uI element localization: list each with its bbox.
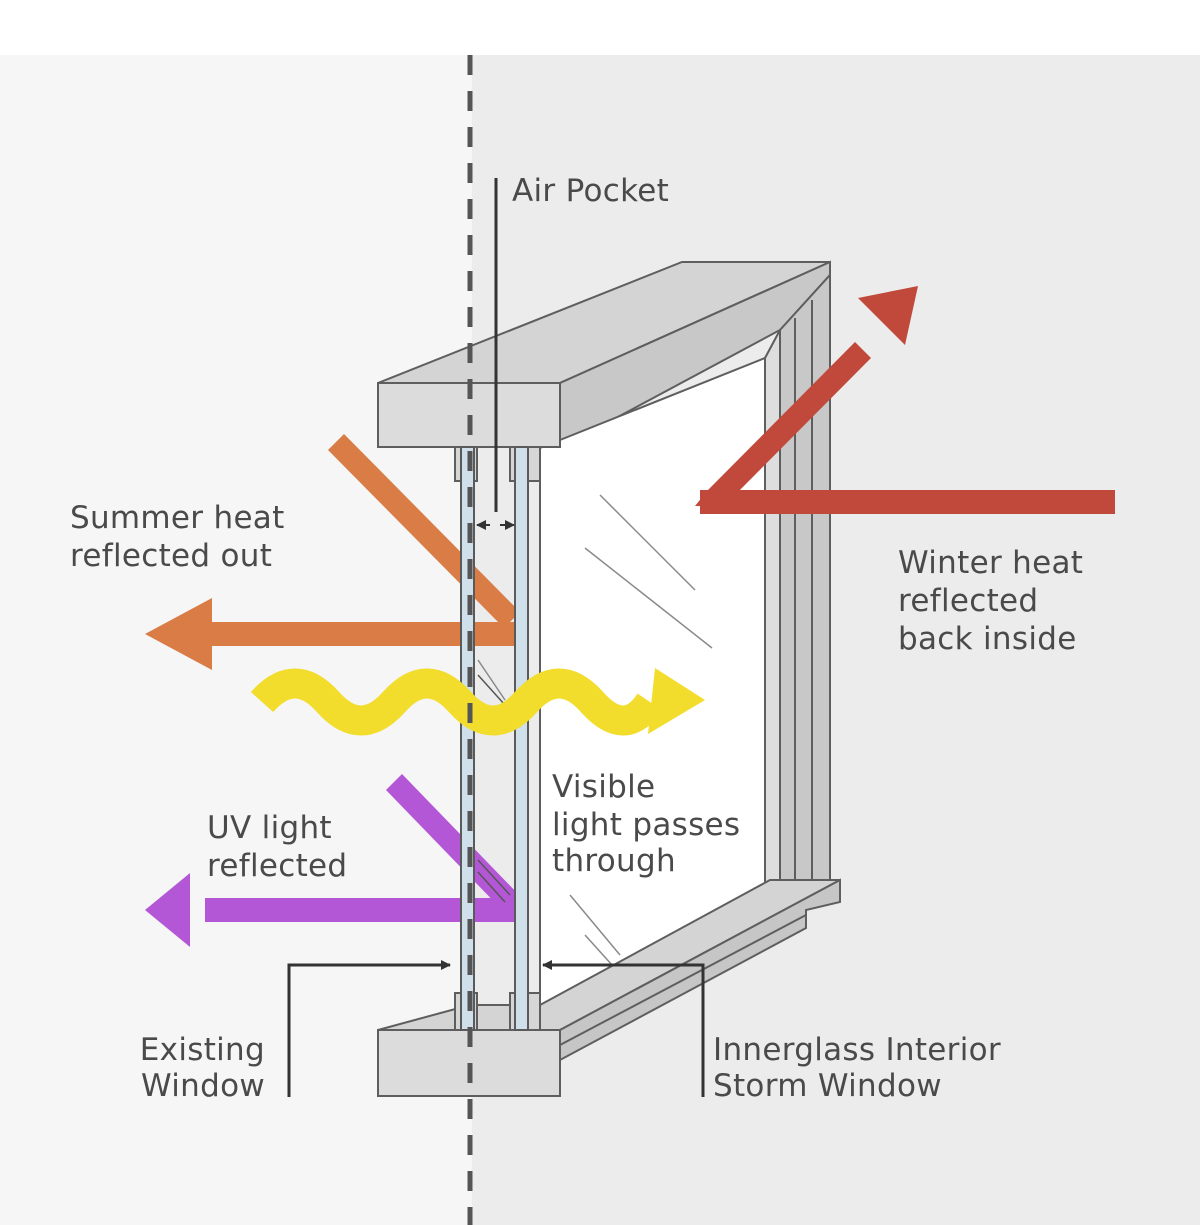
svg-text:Storm Window: Storm Window bbox=[713, 1068, 942, 1104]
innerglass-label: Innerglass Interior Storm Window bbox=[713, 1032, 1001, 1104]
winter-heat-label: Winter heat reflected back inside bbox=[898, 545, 1083, 657]
summer-heat-label: Summer heat reflected out bbox=[70, 500, 285, 574]
svg-text:Existing: Existing bbox=[140, 1032, 265, 1068]
inner-jamb-bevel bbox=[764, 329, 781, 917]
storm-window-frame bbox=[377, 260, 841, 1097]
svg-text:back inside: back inside bbox=[898, 621, 1077, 657]
svg-text:UV light: UV light bbox=[207, 810, 332, 846]
svg-text:reflected: reflected bbox=[207, 848, 347, 884]
visible-light-label: Visible light passes through bbox=[552, 769, 740, 879]
svg-text:reflected out: reflected out bbox=[70, 538, 272, 574]
svg-text:light passes: light passes bbox=[552, 807, 740, 843]
uv-light-label: UV light reflected bbox=[207, 810, 347, 884]
svg-text:Summer heat: Summer heat bbox=[70, 500, 285, 536]
air-pocket-label: Air Pocket bbox=[512, 173, 669, 209]
existing-window-label: Existing Window bbox=[140, 1032, 265, 1104]
svg-text:reflected: reflected bbox=[898, 583, 1038, 619]
existing-window-leader bbox=[287, 960, 451, 1097]
winter-heat-arrow bbox=[695, 286, 1115, 514]
air-pocket-indicator bbox=[476, 178, 515, 530]
storm-window-glass bbox=[514, 446, 529, 1031]
svg-text:Winter heat: Winter heat bbox=[898, 545, 1083, 581]
svg-text:Innerglass Interior: Innerglass Interior bbox=[713, 1032, 1001, 1068]
svg-text:through: through bbox=[552, 843, 676, 879]
innerglass-leader bbox=[542, 960, 705, 1097]
right-jamb-face bbox=[779, 272, 831, 917]
svg-text:Visible: Visible bbox=[552, 769, 655, 805]
visible-light-wave bbox=[250, 668, 705, 736]
svg-text:Window: Window bbox=[141, 1068, 265, 1104]
